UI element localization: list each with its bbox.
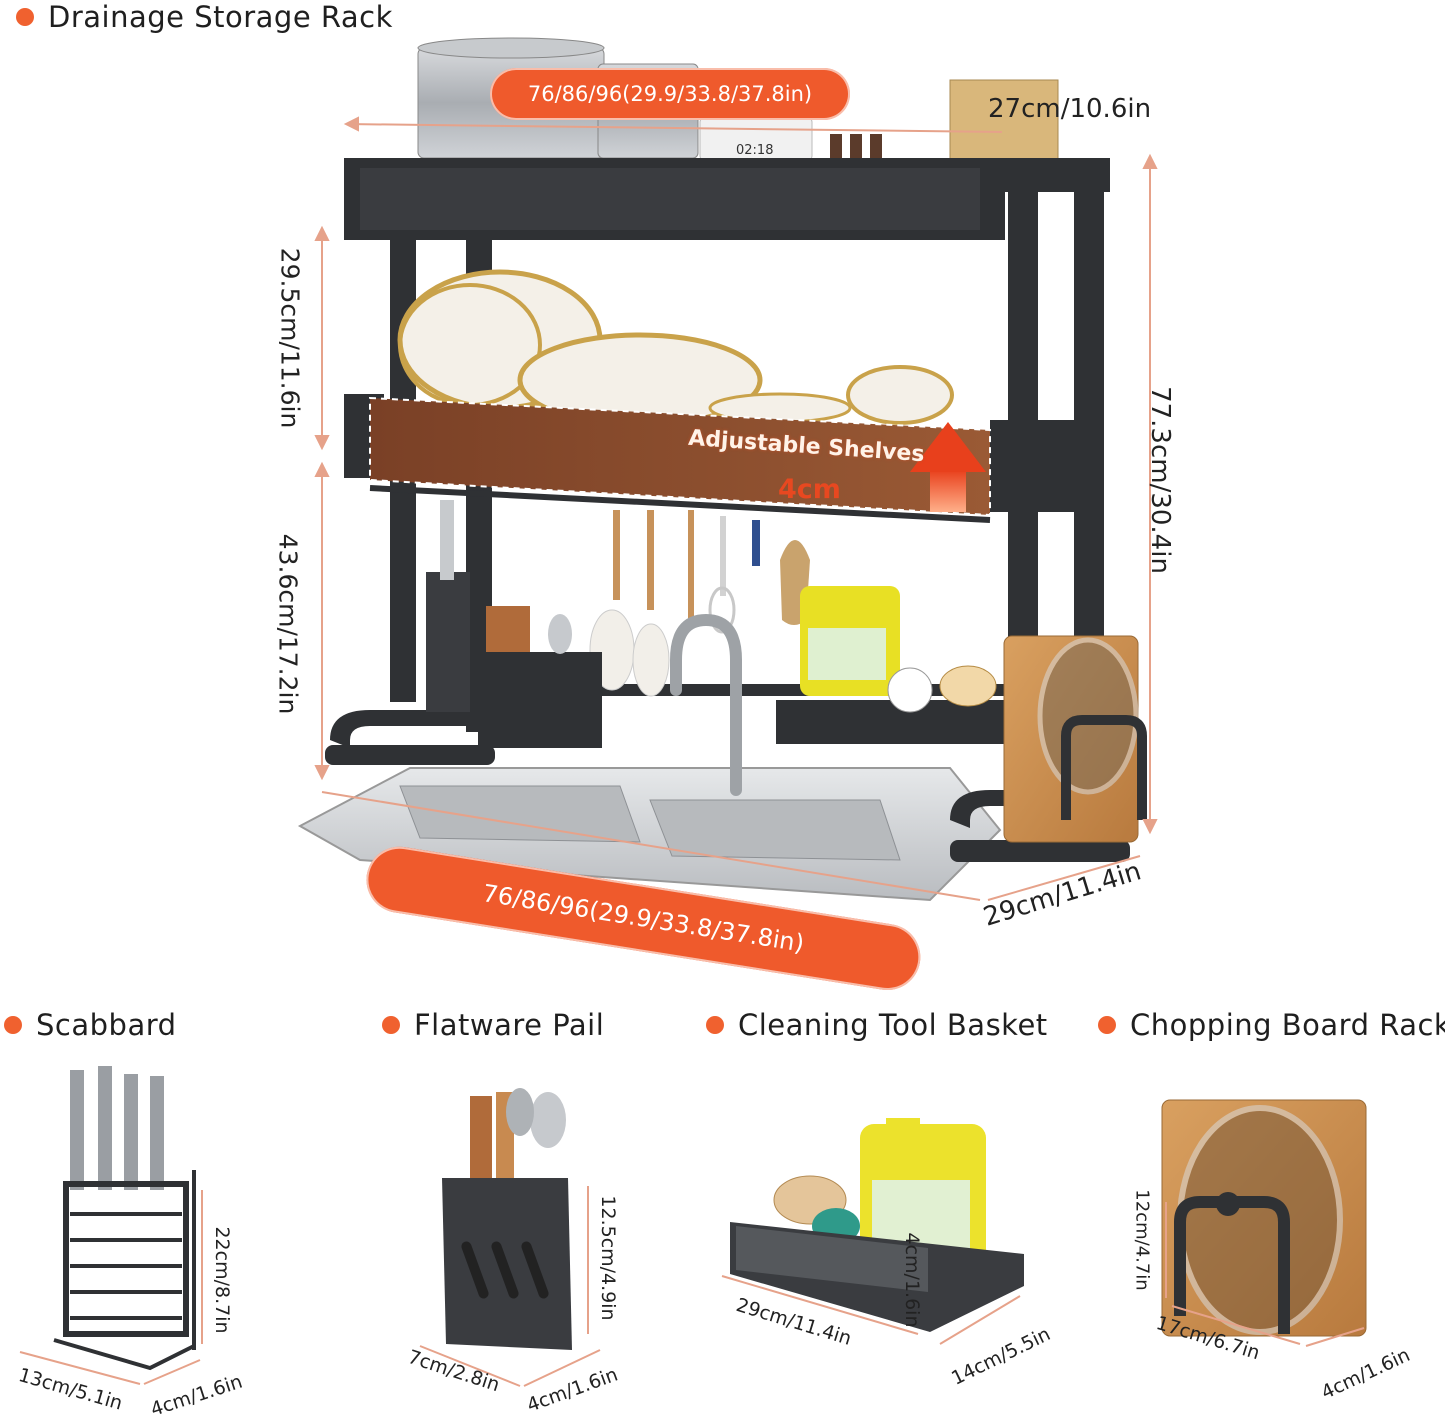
bullet-dot-icon: [4, 1016, 22, 1034]
dimension-lines: [314, 116, 1158, 901]
top-depth-label: 27cm/10.6in: [988, 94, 1152, 124]
hanging-utensils: [589, 510, 810, 697]
total-height-label: 77.3cm/30.4in: [1145, 386, 1175, 574]
cutting-board: [1003, 635, 1147, 843]
bullet-dot-icon: [1098, 1016, 1116, 1034]
adjust-value-label: 4cm: [778, 474, 841, 505]
flatware-pail-title: Flatware Pail: [382, 1008, 604, 1042]
timer-display: 02:18: [736, 143, 774, 158]
cleaning-basket: [776, 586, 1006, 744]
flatware-pail: [478, 606, 602, 748]
flatware-height-label: 12.5cm/4.9in: [597, 1195, 619, 1321]
bullet-dot-icon: [382, 1016, 400, 1034]
chopping-rack-title-label: Chopping Board Rack: [1130, 1008, 1445, 1042]
chopping-rack-title: Chopping Board Rack: [1098, 1008, 1445, 1042]
lower-height-label: 43.6cm/17.2in: [273, 533, 303, 715]
chopping-rack-illustration: [1161, 1099, 1367, 1347]
flatware-pail-illustration: [419, 1088, 601, 1387]
cleaning-basket-title-label: Cleaning Tool Basket: [738, 1008, 1048, 1042]
faucet: [670, 613, 742, 796]
dishes: [397, 269, 954, 428]
knife-holder: [426, 500, 470, 712]
main-section-title: Drainage Storage Rack: [16, 0, 393, 34]
spice-items: [830, 79, 1059, 163]
main-title-label: Drainage Storage Rack: [48, 0, 393, 34]
flatware-pail-title-label: Flatware Pail: [414, 1008, 605, 1042]
scabbard-title-label: Scabbard: [36, 1008, 177, 1042]
cleaning-basket-title: Cleaning Tool Basket: [706, 1008, 1048, 1042]
bullet-dot-icon: [16, 8, 34, 26]
scabbard-title: Scabbard: [4, 1008, 177, 1042]
upper-height-label: 29.5cm/11.6in: [275, 247, 305, 429]
bullet-dot-icon: [706, 1016, 724, 1034]
scabbard-illustration: [19, 1066, 203, 1385]
top-width-pill: 76/86/96(29.9/33.8/37.8in): [490, 68, 850, 120]
cleaning-basket-illustration: [721, 1118, 1024, 1345]
chopping-height-label: 12cm/4.7in: [1131, 1189, 1153, 1291]
shelf-up-arrow: [910, 422, 986, 512]
top-width-label: 76/86/96(29.9/33.8/37.8in): [527, 82, 813, 106]
scabbard-height-label: 22cm/8.7in: [211, 1226, 233, 1334]
basket-height-label: 4cm/1.6in: [901, 1232, 923, 1328]
adjustable-shelf: [369, 396, 991, 523]
